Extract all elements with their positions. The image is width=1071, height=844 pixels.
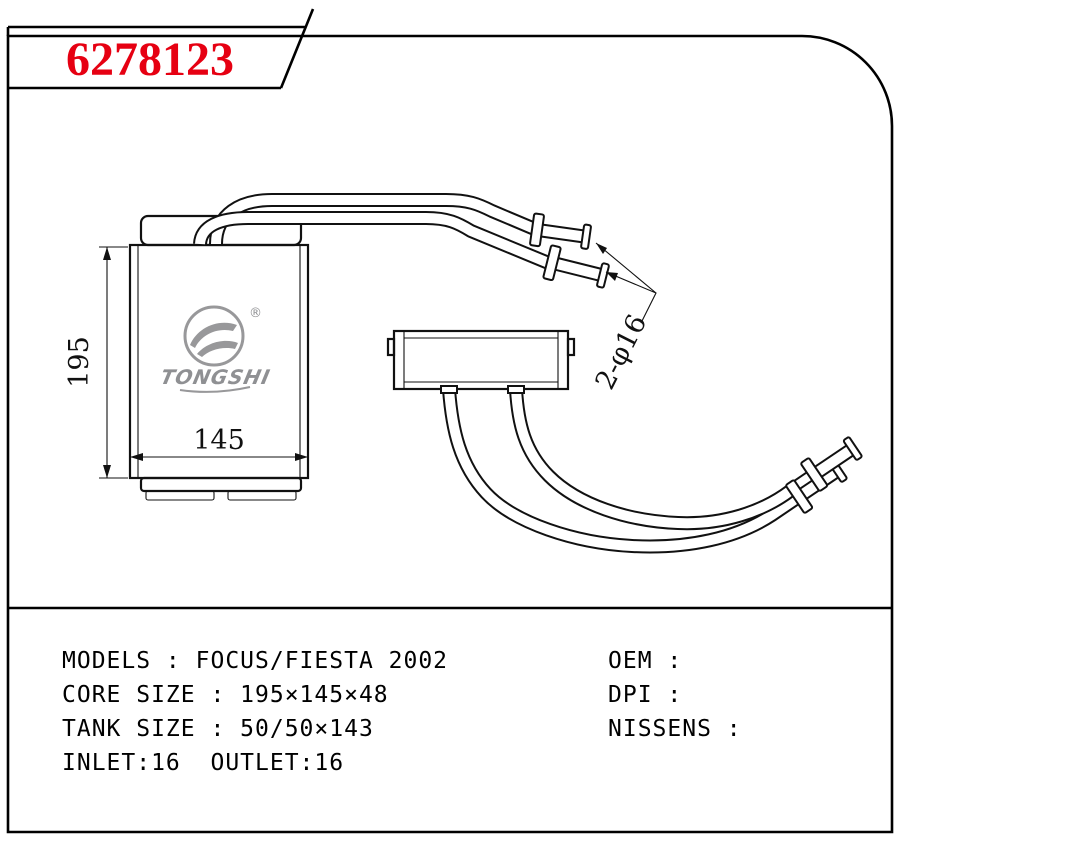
pipe-diameter-label: 2-φ16: [590, 310, 654, 395]
dim-height-label: 195: [64, 336, 95, 388]
registered-mark: ®: [249, 306, 262, 321]
spec-dpi: DPI :: [608, 682, 683, 708]
dim-width-label: 145: [193, 425, 245, 456]
spec-panel-right: OEM : DPI : NISSENS :: [608, 648, 742, 750]
title-block: 6278123: [6, 8, 315, 90]
sheet-frame: [6, 34, 894, 834]
lower-pipe-fitting: [542, 244, 610, 289]
logo-swoosh2-icon: [197, 340, 238, 357]
tongshi-logo: ® TONGSHI: [158, 305, 273, 393]
spec-core-size: CORE SIZE : 195×145×48: [62, 682, 389, 708]
right-pipe-fitting: [800, 436, 863, 492]
logo-swoosh-icon: [190, 322, 237, 348]
spec-nissens: NISSENS :: [608, 716, 742, 742]
dimension-height: 195: [64, 246, 128, 479]
part-number: 6278123: [66, 33, 234, 86]
core-side-view: [386, 329, 576, 391]
logo-circle-icon: [183, 305, 245, 367]
dimension-width: 145: [130, 425, 308, 461]
spec-panel-left: MODELS : FOCUS/FIESTA 2002 CORE SIZE : 1…: [62, 648, 448, 784]
pipe-diameter-callout: 2-φ16: [590, 242, 657, 395]
core-front-view: [128, 214, 310, 501]
bottom-pipes: [440, 385, 863, 554]
spec-tank-size: TANK SIZE : 50/50×143: [62, 716, 374, 742]
spec-oem: OEM :: [608, 648, 683, 674]
bottom-tank: [139, 476, 303, 493]
spec-inlet-outlet: INLET:16 OUTLET:16: [62, 750, 345, 776]
upper-pipe-fitting: [529, 212, 592, 250]
brand-text: TONGSHI: [158, 365, 272, 389]
spec-models: MODELS : FOCUS/FIESTA 2002: [62, 648, 449, 674]
top-pipes: [193, 193, 610, 289]
